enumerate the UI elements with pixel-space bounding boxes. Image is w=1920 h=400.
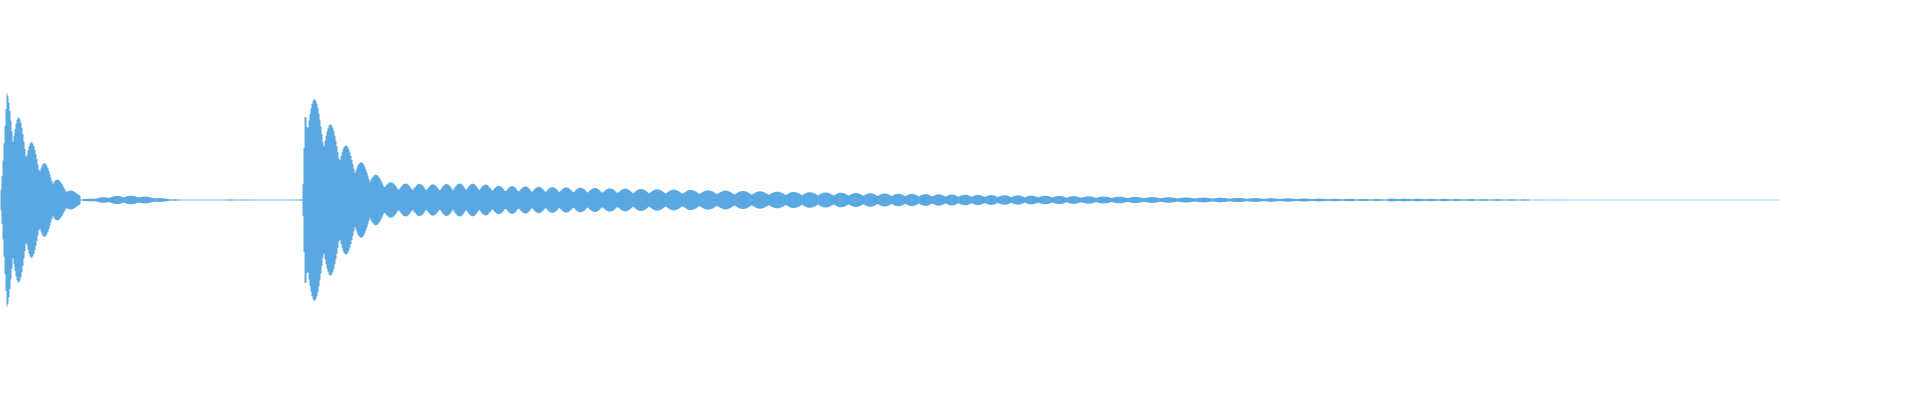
audio-waveform bbox=[0, 93, 1781, 307]
